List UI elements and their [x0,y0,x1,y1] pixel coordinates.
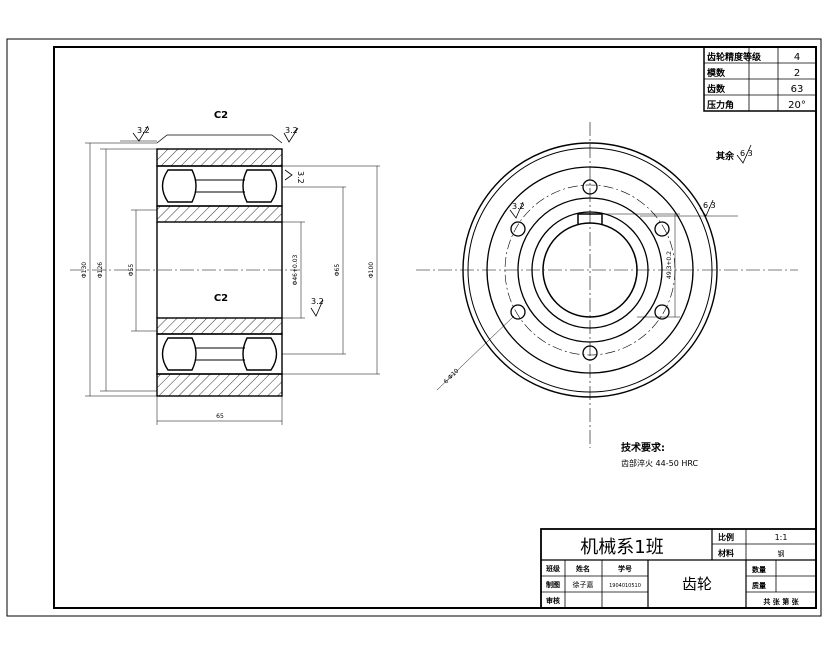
dim-root-diameter: Φ126 [97,262,104,278]
weight-label: 质量 [752,581,766,590]
part-name: 齿轮 [682,575,712,593]
dim-width: 65 [216,413,224,420]
material-label: 材料 [718,548,734,558]
param-value-pressure-angle: 20° [788,100,806,111]
scale-value: 1:1 [775,533,788,542]
dim-holes: 6-Φ10 [442,367,460,385]
roughness-left: 3.2 [137,126,150,135]
dim-bore-left: Φ55 [128,264,135,277]
scale-label: 比例 [718,532,734,542]
roughness-face: 6.3 [703,201,716,210]
dim-outer-diameter: Φ130 [81,262,88,278]
param-value-module: 2 [794,68,800,79]
inner-frame [53,46,817,609]
drawer-name: 徐子嘉 [573,580,594,589]
rest-roughness-label: 其余 [716,150,735,162]
tech-requirements-title: 技术要求: [621,441,665,454]
roughness-mid: 3.2 [311,297,324,306]
sheet-text: 共 张 第 张 [763,597,799,606]
material-value: 钢 [778,549,785,558]
outer-frame [6,38,822,617]
roughness-flange: 3.2 [296,171,305,184]
section-view: C2 C2 3.2 3.2 3.2 3.2 Φ130 Φ126 Φ55 Φ46+… [70,110,380,425]
name-label: 姓名 [575,564,590,573]
gear-parameter-table: 齿轮精度等级 4 模数 2 齿数 63 压力角 20° [703,46,817,112]
front-view: 3.2 6.3 49.3+0.2 6-Φ10 其余 6.3 [416,122,798,448]
param-value-teeth: 63 [791,84,804,95]
drawer-id: 1904010510 [609,583,641,589]
param-label-module: 模数 [707,67,726,79]
chamfer-label-top: C2 [214,110,228,121]
param-label-teeth: 齿数 [707,83,726,95]
param-value-precision: 4 [794,52,800,63]
param-label-pressure-angle: 压力角 [707,99,734,111]
chamfer-label-mid: C2 [214,293,228,304]
dim-bore-tolerance: Φ46+0.03 [292,254,299,285]
param-label-precision: 齿轮精度等级 [707,51,762,63]
drawer-label: 制图 [546,580,560,589]
tech-requirements-line1: 齿部淬火 44-50 HRC [621,458,699,468]
dim-hub-diameter: Φ65 [334,264,341,277]
id-label: 学号 [618,564,632,573]
dim-right-diameter: Φ100 [368,262,375,278]
title-block: 机械系1班 比例 1:1 材料 钢 班级 姓名 学号 制图 徐子嘉 190401… [540,528,817,609]
qty-label: 数量 [752,565,766,574]
dim-keyway: 49.3+0.2 [666,251,673,279]
rest-roughness-value: 6.3 [740,149,753,158]
item-label: 班级 [546,564,561,573]
roughness-top-right: 3.2 [285,126,298,135]
roughness-hole: 3.2 [512,202,525,211]
reviewer-label: 审核 [546,596,560,605]
class-name: 机械系1班 [580,537,663,558]
